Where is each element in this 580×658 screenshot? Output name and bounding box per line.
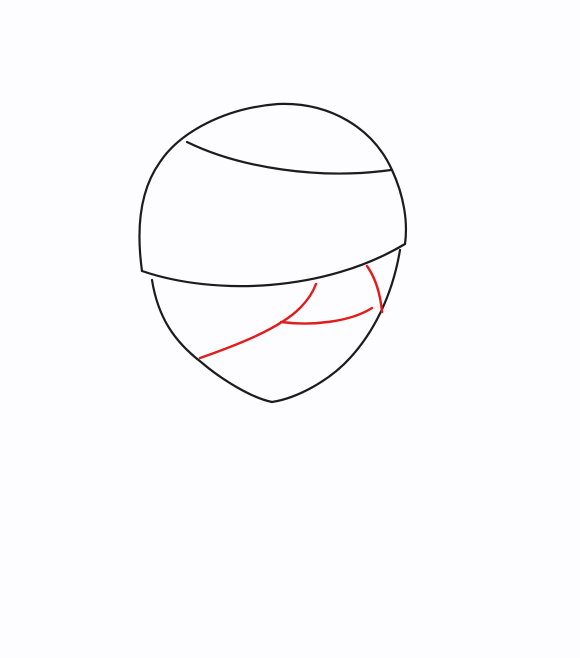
mask-upper-curve [279,306,374,325]
hood-brim-line [140,242,407,288]
hood-dome-outline [138,102,408,273]
face-outline [150,248,402,404]
mask-lower-line [198,282,318,360]
mask-side-line [365,264,384,314]
hood-band-line [185,140,393,175]
